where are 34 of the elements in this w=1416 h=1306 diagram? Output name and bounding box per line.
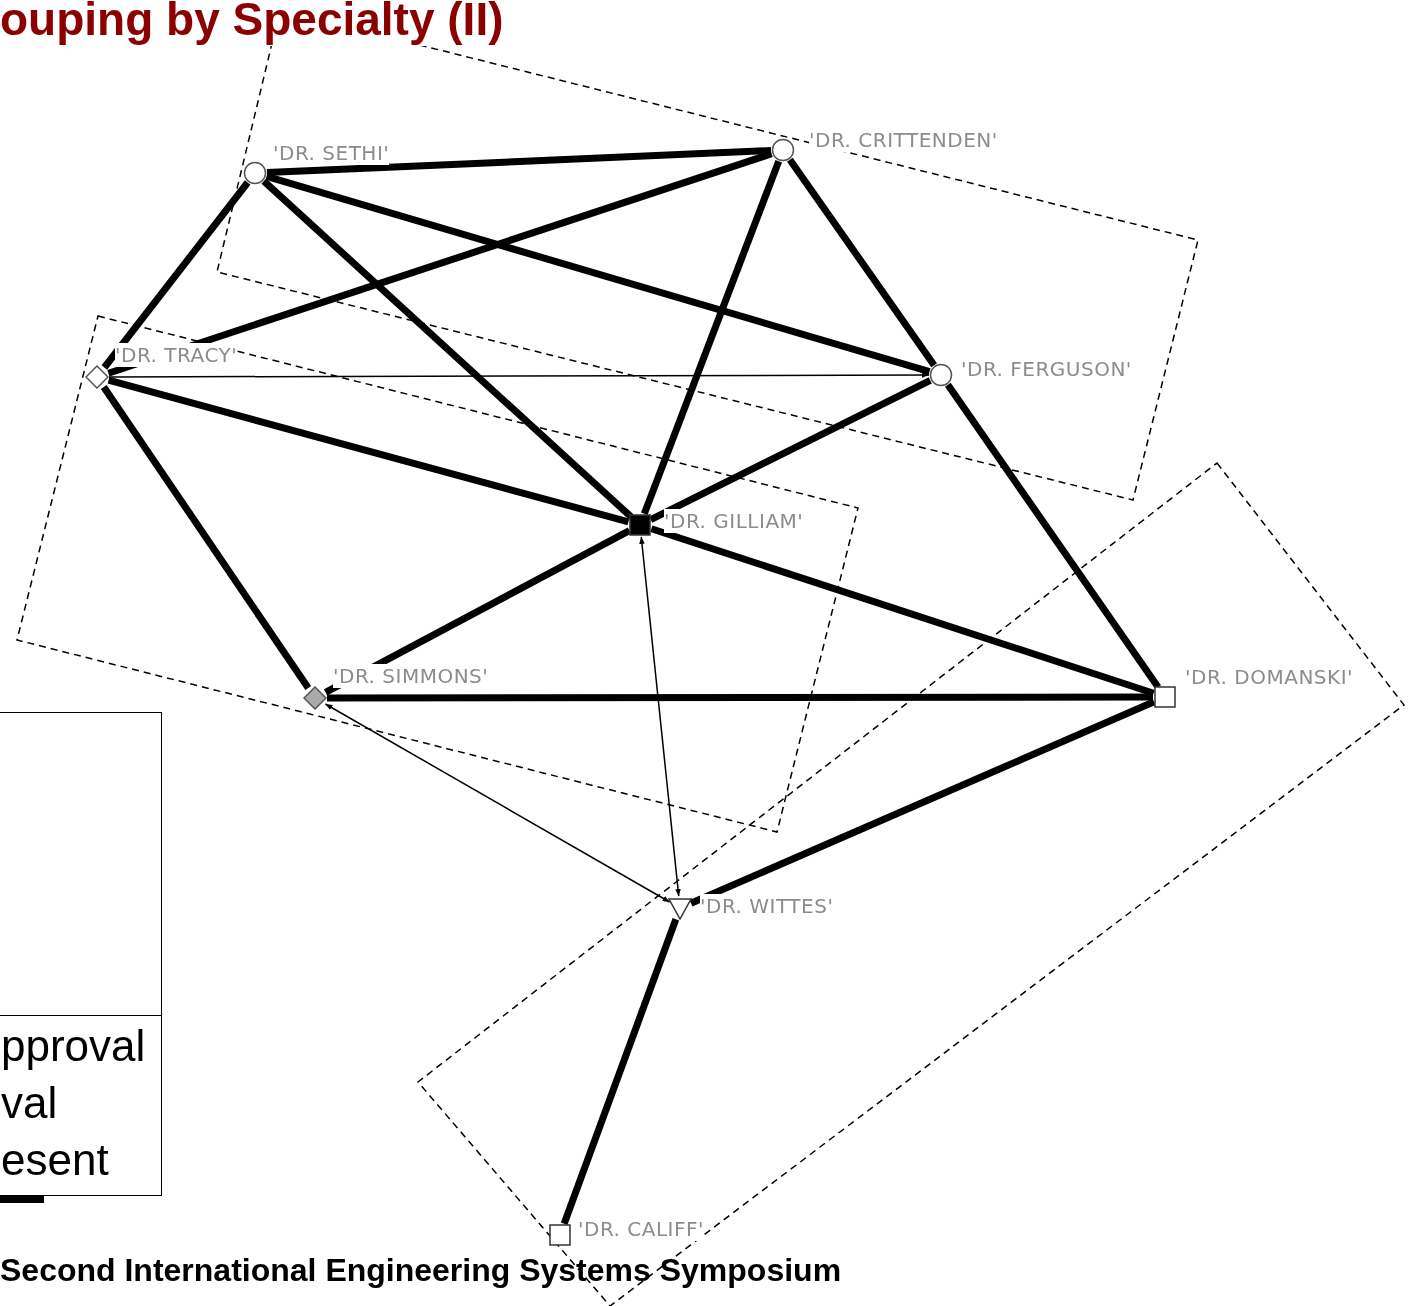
footer-text: Second International Engineering Systems Symposium	[0, 1252, 842, 1289]
node-label: 'DR. TRACY'	[115, 343, 238, 367]
connector-line	[101, 180, 251, 370]
arrow	[324, 703, 671, 903]
connector-line	[689, 698, 1156, 907]
node-label: 'DR. GILLIAM'	[664, 509, 804, 533]
legend-text: pproval	[1, 1020, 146, 1072]
diamond-marker	[303, 686, 327, 710]
circle-marker	[771, 138, 795, 162]
arrow	[639, 536, 681, 897]
arrow	[108, 372, 930, 378]
connector-line	[261, 178, 634, 520]
legend-text: val	[1, 1077, 58, 1129]
slide-title: ouping by Specialty (II)	[0, 0, 504, 46]
connector-line	[560, 918, 680, 1225]
square-marker	[1153, 685, 1177, 709]
connector-line	[650, 525, 1155, 697]
connector-line	[945, 382, 1161, 690]
connector-line	[787, 157, 937, 368]
legend-text: esent	[1, 1134, 109, 1186]
connector-line	[100, 384, 312, 691]
connector-line	[107, 376, 630, 526]
diamond-marker	[85, 365, 109, 389]
square-marker	[628, 513, 652, 537]
square-marker	[548, 1223, 572, 1247]
connector-line	[641, 159, 782, 516]
connector-line	[265, 173, 931, 375]
connector-line	[266, 147, 772, 176]
circle-marker	[929, 363, 953, 387]
node-label: 'DR. SIMMONS'	[333, 664, 489, 688]
triangle-marker	[668, 896, 692, 920]
connector-line	[327, 693, 1153, 702]
circle-marker	[243, 161, 267, 185]
connector-line	[649, 377, 932, 523]
